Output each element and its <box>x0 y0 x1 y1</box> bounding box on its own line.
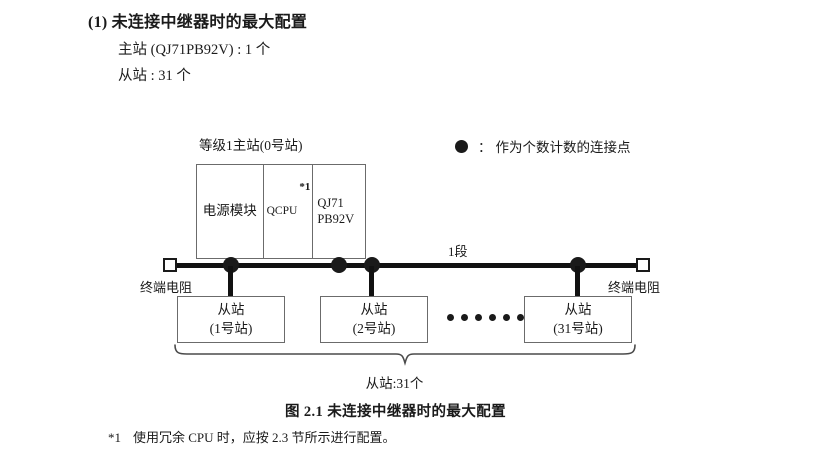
footnote-text: 使用冗余 CPU 时，应按 2.3 节所示进行配置。 <box>133 430 396 445</box>
brace-caption: 从站:31个 <box>365 376 424 391</box>
slave-count-brace <box>170 344 640 368</box>
terminator-left-label: 终端电阻 <box>140 280 193 295</box>
section-title: 未连接中继器时的最大配置 <box>111 14 308 31</box>
segment-label: 1段 <box>448 244 468 259</box>
slave-31-title: 从站 <box>564 302 592 318</box>
drop-cable-slave-2 <box>369 266 374 297</box>
slave-1-title: 从站 <box>217 302 245 318</box>
terminator-right-label: 终端电阻 <box>608 280 661 295</box>
drop-cable-slave-1 <box>228 266 233 297</box>
terminator-left-icon <box>163 258 177 272</box>
bus-trunk-line <box>174 263 640 268</box>
section-number: (1) <box>88 14 108 31</box>
drop-cable-slave-31 <box>575 266 580 297</box>
cpu-module-cell: QCPU *1 <box>264 165 314 258</box>
spec-line-slave: 从站 : 31 个 <box>118 68 191 84</box>
terminator-right-icon <box>636 258 650 272</box>
connection-dot-slave-2 <box>364 257 380 273</box>
slave-31-station: (31号站) <box>553 320 603 336</box>
legend-colon: ： <box>478 140 492 155</box>
power-module-label: 电源模块 <box>202 203 257 219</box>
connection-dot-master <box>331 257 347 273</box>
power-module-cell: 电源模块 <box>197 165 264 258</box>
footnote: *1 使用冗余 CPU 时，应按 2.3 节所示进行配置。 <box>108 427 396 446</box>
spec-line-master: 主站 (QJ71PB92V) : 1 个 <box>118 42 271 58</box>
footnote-mark: *1 <box>108 430 121 445</box>
slave-2-station: (2号站) <box>352 320 396 336</box>
connection-dot-slave-31 <box>570 257 586 273</box>
network-module-label-line1: QJ71 <box>317 195 344 210</box>
master-rack: 电源模块 QCPU *1 QJ71 PB92V <box>196 164 366 259</box>
section-heading: (1)未连接中继器时的最大配置 <box>88 8 307 32</box>
brace-icon <box>174 344 636 366</box>
slave-station-box-31: 从站 (31号站) <box>524 296 632 343</box>
slave-station-box-2: 从站 (2号站) <box>320 296 428 343</box>
legend: ： 作为个数计数的连接点 <box>455 136 631 156</box>
cpu-module-label: QCPU <box>266 205 298 218</box>
legend-label: 作为个数计数的连接点 <box>495 140 631 155</box>
rack-label: 等级1主站(0号站) <box>199 138 303 153</box>
slave-station-box-1: 从站 (1号站) <box>177 296 285 343</box>
cpu-footnote-mark: *1 <box>299 181 311 193</box>
connection-dot-slave-1 <box>223 257 239 273</box>
ellipsis-dots-icon <box>447 314 524 321</box>
network-module-label-line2: PB92V <box>317 211 355 226</box>
slave-2-title: 从站 <box>360 302 388 318</box>
filled-circle-icon <box>455 139 468 153</box>
slave-1-station: (1号站) <box>209 320 253 336</box>
network-module-cell: QJ71 PB92V <box>313 165 365 258</box>
figure-caption: 图 2.1 未连接中继器时的最大配置 <box>284 404 507 420</box>
